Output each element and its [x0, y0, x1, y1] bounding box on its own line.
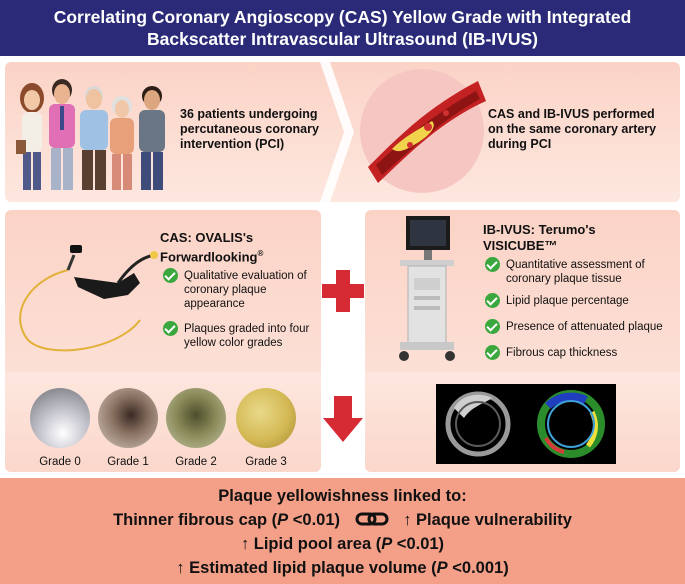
check-icon	[163, 268, 178, 283]
conclusion-lipid-volume: ↑ Estimated lipid plaque volume (P <0.00…	[0, 556, 685, 580]
p-symbol: P	[436, 559, 448, 577]
down-arrow-icon	[323, 396, 363, 442]
p-symbol: P	[381, 535, 393, 553]
ivus-bullet-1: Quantitative assessment of coronary plaq…	[485, 257, 675, 286]
grade-3-label: Grade 3	[245, 456, 287, 468]
p-symbol: P	[277, 511, 289, 529]
artery-plaque-illustration	[360, 69, 486, 193]
ivus-title: IB-IVUS: Terumo's VISICUBE™	[483, 222, 596, 254]
check-icon	[163, 321, 178, 336]
patients-description: 36 patients undergoing percutaneous coro…	[180, 107, 319, 151]
lipid-volume-text: ↑ Estimated lipid plaque volume (	[176, 559, 437, 577]
check-icon	[485, 319, 500, 334]
grade-0-image	[30, 388, 90, 448]
grade-0-label: Grade 0	[39, 456, 81, 468]
registered-mark: ®	[257, 249, 264, 258]
grade-3-image	[236, 388, 296, 448]
ivus-console-illustration	[399, 216, 455, 361]
link-icon	[355, 512, 389, 526]
ivus-bullet-3: Presence of attenuated plaque	[485, 319, 675, 334]
lipid-volume-pvalue: <0.001)	[447, 559, 509, 577]
ivus-grayscale-image	[436, 384, 526, 464]
conclusion-banner: Plaque yellowishness linked to: Thinner …	[0, 478, 685, 584]
cas-bullet-1: Qualitative evaluation of coronary plaqu…	[163, 268, 313, 311]
grade-2-label: Grade 2	[175, 456, 217, 468]
ivus-title-line-2: VISICUBE™	[483, 238, 558, 253]
grade-1-label: Grade 1	[107, 456, 149, 468]
conclusion-lipid-pool: ↑ Lipid pool area (P <0.01)	[0, 532, 685, 556]
title-banner: Correlating Coronary Angioscopy (CAS) Ye…	[0, 0, 685, 56]
lipid-pool-text: ↑ Lipid pool area (	[240, 535, 382, 553]
cas-title-line-1: CAS: OVALIS's	[160, 230, 254, 245]
ivus-bullet-4-text: Fibrous cap thickness	[506, 347, 618, 359]
fibrous-cap-pvalue: <0.01)	[288, 511, 341, 529]
lipid-pool-pvalue: <0.01)	[392, 535, 445, 553]
procedure-description: CAS and IB-IVUS performed on the same co…	[488, 107, 657, 151]
ivus-bullet-2: Lipid plaque percentage	[485, 293, 675, 308]
angioscope-catheter-illustration	[19, 245, 158, 352]
flow-chevron	[320, 62, 354, 202]
cas-title: CAS: OVALIS's Forwardlooking®	[160, 230, 263, 265]
fibrous-cap-text: Thinner fibrous cap (	[113, 511, 278, 529]
ivus-bullet-1-text: Quantitative assessment of coronary plaq…	[506, 259, 645, 285]
ivus-bullet-2-text: Lipid plaque percentage	[506, 295, 629, 307]
title-line-1: Correlating Coronary Angioscopy (CAS) Ye…	[53, 7, 632, 27]
check-icon	[485, 257, 500, 272]
check-icon	[485, 345, 500, 360]
ivus-title-line-1: IB-IVUS: Terumo's	[483, 222, 596, 237]
patients-illustration	[16, 79, 165, 190]
grade-2-image	[166, 388, 226, 448]
title-line-2: Backscatter Intravascular Ultrasound (IB…	[147, 29, 538, 49]
cas-bullet-2-text: Plaques graded into four yellow color gr…	[184, 323, 310, 349]
check-icon	[485, 293, 500, 308]
ivus-tissue-map-image	[526, 384, 616, 464]
cas-bullet-1-text: Qualitative evaluation of coronary plaqu…	[184, 270, 307, 310]
ivus-bullet-4: Fibrous cap thickness	[485, 345, 675, 360]
plus-icon	[322, 270, 364, 312]
grade-1-image	[98, 388, 158, 448]
cas-title-line-2: Forwardlooking	[160, 249, 258, 265]
ivus-bullet-3-text: Presence of attenuated plaque	[506, 321, 663, 333]
conclusion-fibrous-cap: Thinner fibrous cap (P <0.01) ↑ Plaque v…	[0, 508, 685, 532]
conclusion-heading: Plaque yellowishness linked to:	[218, 487, 467, 505]
plaque-vulnerability-text: ↑ Plaque vulnerability	[403, 511, 572, 529]
cas-bullet-2: Plaques graded into four yellow color gr…	[163, 321, 313, 350]
